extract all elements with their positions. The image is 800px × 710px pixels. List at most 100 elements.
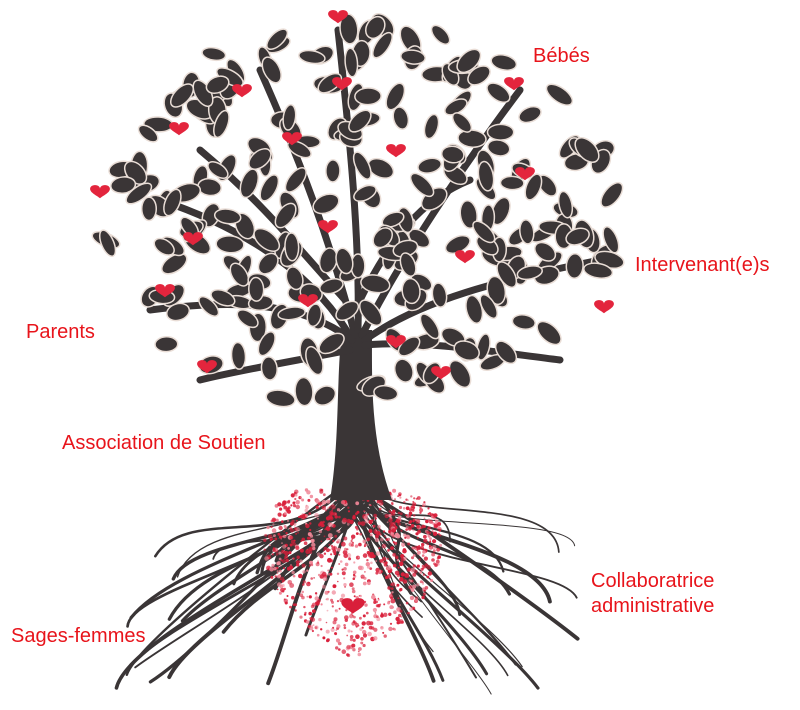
root-heart-speck — [302, 564, 306, 568]
root-heart-speck — [368, 549, 370, 551]
root-heart-speck — [422, 550, 426, 554]
root-heart-speck — [343, 577, 345, 579]
root-heart-speck — [353, 561, 355, 563]
root-heart-speck — [403, 579, 407, 583]
root-heart-speck — [377, 525, 381, 529]
root-heart-speck — [384, 634, 387, 637]
root-heart-speck — [401, 621, 404, 624]
leaf-heart — [386, 144, 406, 157]
root-heart-speck — [419, 559, 421, 561]
root-heart-speck — [373, 636, 377, 640]
root-heart-speck — [347, 523, 350, 526]
root-heart-speck — [294, 527, 296, 529]
root-heart-speck — [365, 519, 369, 523]
root-heart-speck — [426, 542, 429, 545]
root-heart-speck — [423, 593, 426, 596]
root-heart-speck — [321, 565, 323, 567]
root-heart-speck — [379, 533, 381, 535]
root-heart-speck — [382, 544, 387, 549]
root-heart-speck — [387, 538, 390, 541]
root-heart-speck — [331, 567, 333, 569]
root-heart-speck — [318, 523, 321, 526]
root-heart-speck — [421, 543, 424, 546]
root-heart-speck — [407, 567, 411, 571]
root-heart-speck — [429, 545, 431, 547]
root-heart-speck — [266, 526, 269, 529]
root-heart-speck — [360, 637, 364, 641]
root-heart-speck — [294, 523, 297, 526]
root-heart-speck — [439, 544, 442, 547]
root-heart-speck — [290, 522, 294, 526]
root-heart-speck — [359, 595, 361, 597]
root-heart-speck — [280, 577, 284, 581]
root-heart-speck — [396, 584, 399, 587]
root-heart-speck — [322, 585, 326, 589]
root-heart-speck — [387, 586, 390, 589]
root-heart-speck — [309, 626, 313, 630]
root-heart-speck — [366, 621, 371, 626]
root-heart-speck — [398, 512, 401, 515]
root-heart-speck — [279, 570, 282, 573]
root-heart-speck — [326, 538, 329, 541]
root-heart-speck — [417, 549, 419, 551]
leaf — [237, 167, 262, 200]
root-heart-speck — [358, 653, 362, 657]
root-heart-speck — [276, 519, 279, 522]
root-heart-speck — [334, 535, 337, 538]
root-heart-speck — [311, 539, 315, 543]
root-heart-speck — [306, 505, 308, 507]
root-heart-speck — [429, 541, 431, 543]
root-heart-speck — [283, 535, 286, 538]
leaf — [422, 113, 441, 140]
root-heart-speck — [431, 516, 434, 519]
leaf-heart — [169, 122, 189, 135]
root-heart-speck — [387, 565, 392, 570]
root-heart-speck — [388, 613, 391, 616]
root-heart-speck — [414, 570, 417, 573]
root-heart-speck — [363, 644, 366, 647]
root-heart-speck — [417, 565, 420, 568]
root-heart-speck — [328, 544, 330, 546]
root-heart-speck — [398, 614, 401, 617]
root-heart-speck — [355, 544, 358, 547]
root-heart-speck — [419, 571, 422, 574]
root-heart-speck — [307, 596, 309, 598]
root-heart-speck — [325, 509, 327, 511]
root-heart-speck — [278, 513, 282, 517]
root-heart-speck — [399, 506, 402, 509]
root-heart-speck — [379, 501, 383, 505]
root-heart-speck — [409, 607, 413, 611]
root-heart-speck — [428, 571, 432, 575]
leaf-heart — [594, 300, 614, 313]
root-heart-speck — [301, 550, 303, 552]
root-heart-speck — [427, 576, 430, 579]
root-heart-speck — [362, 621, 366, 625]
root-heart-speck — [398, 567, 400, 569]
leaf — [511, 313, 536, 331]
root-heart-speck — [310, 577, 313, 580]
root-heart-speck — [326, 526, 330, 530]
root-heart-speck — [373, 608, 377, 612]
root-heart-speck — [332, 627, 334, 629]
root-heart-speck — [324, 553, 326, 555]
root-heart-speck — [296, 505, 300, 509]
root-heart-speck — [399, 610, 402, 613]
root-heart-speck — [282, 500, 287, 505]
root-heart-speck — [438, 533, 440, 535]
root-heart-speck — [318, 502, 321, 505]
root-heart-speck — [296, 563, 299, 566]
root-heart-speck — [308, 582, 310, 584]
root-heart-speck — [304, 541, 308, 545]
root-heart-speck — [405, 528, 408, 531]
root-heart-speck — [321, 541, 323, 543]
root-heart-speck — [399, 497, 401, 499]
leaf — [566, 253, 584, 278]
root-heart-speck — [339, 608, 341, 610]
root-heart-speck — [363, 553, 368, 558]
root-heart-speck — [306, 490, 310, 494]
root-heart-speck — [297, 556, 300, 559]
root-heart-speck — [417, 537, 419, 539]
leaf — [142, 197, 157, 220]
root-heart-speck — [305, 509, 309, 513]
